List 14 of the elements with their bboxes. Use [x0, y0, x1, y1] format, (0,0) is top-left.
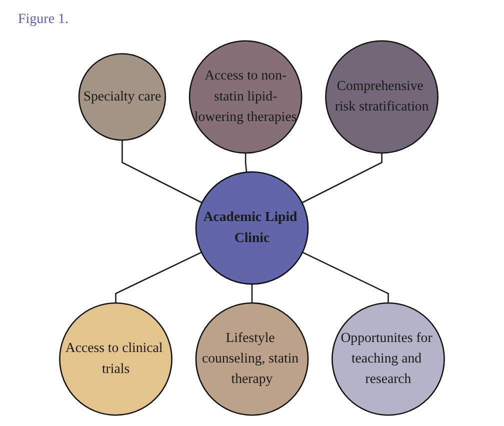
node-circle: Access to non-statin lipid-lowering therapies — [188, 40, 302, 154]
figure-title: Figure 1. — [18, 12, 69, 28]
node-circle: Lifestyle counseling, statin therapy — [195, 302, 309, 416]
connector — [244, 152, 248, 172]
connector — [302, 152, 382, 204]
connector — [251, 284, 253, 304]
node-circle: Academic Lipid Clinic — [195, 171, 309, 285]
connector — [302, 252, 389, 304]
connector — [115, 252, 202, 304]
node-circle: Access to clinical trials — [59, 302, 172, 416]
node-circle: Comprehensive risk stratification — [325, 40, 438, 154]
node-circle: Specialty care — [78, 53, 166, 141]
connector — [122, 140, 202, 204]
node-circle: Opportunites for teaching and research — [332, 302, 445, 416]
